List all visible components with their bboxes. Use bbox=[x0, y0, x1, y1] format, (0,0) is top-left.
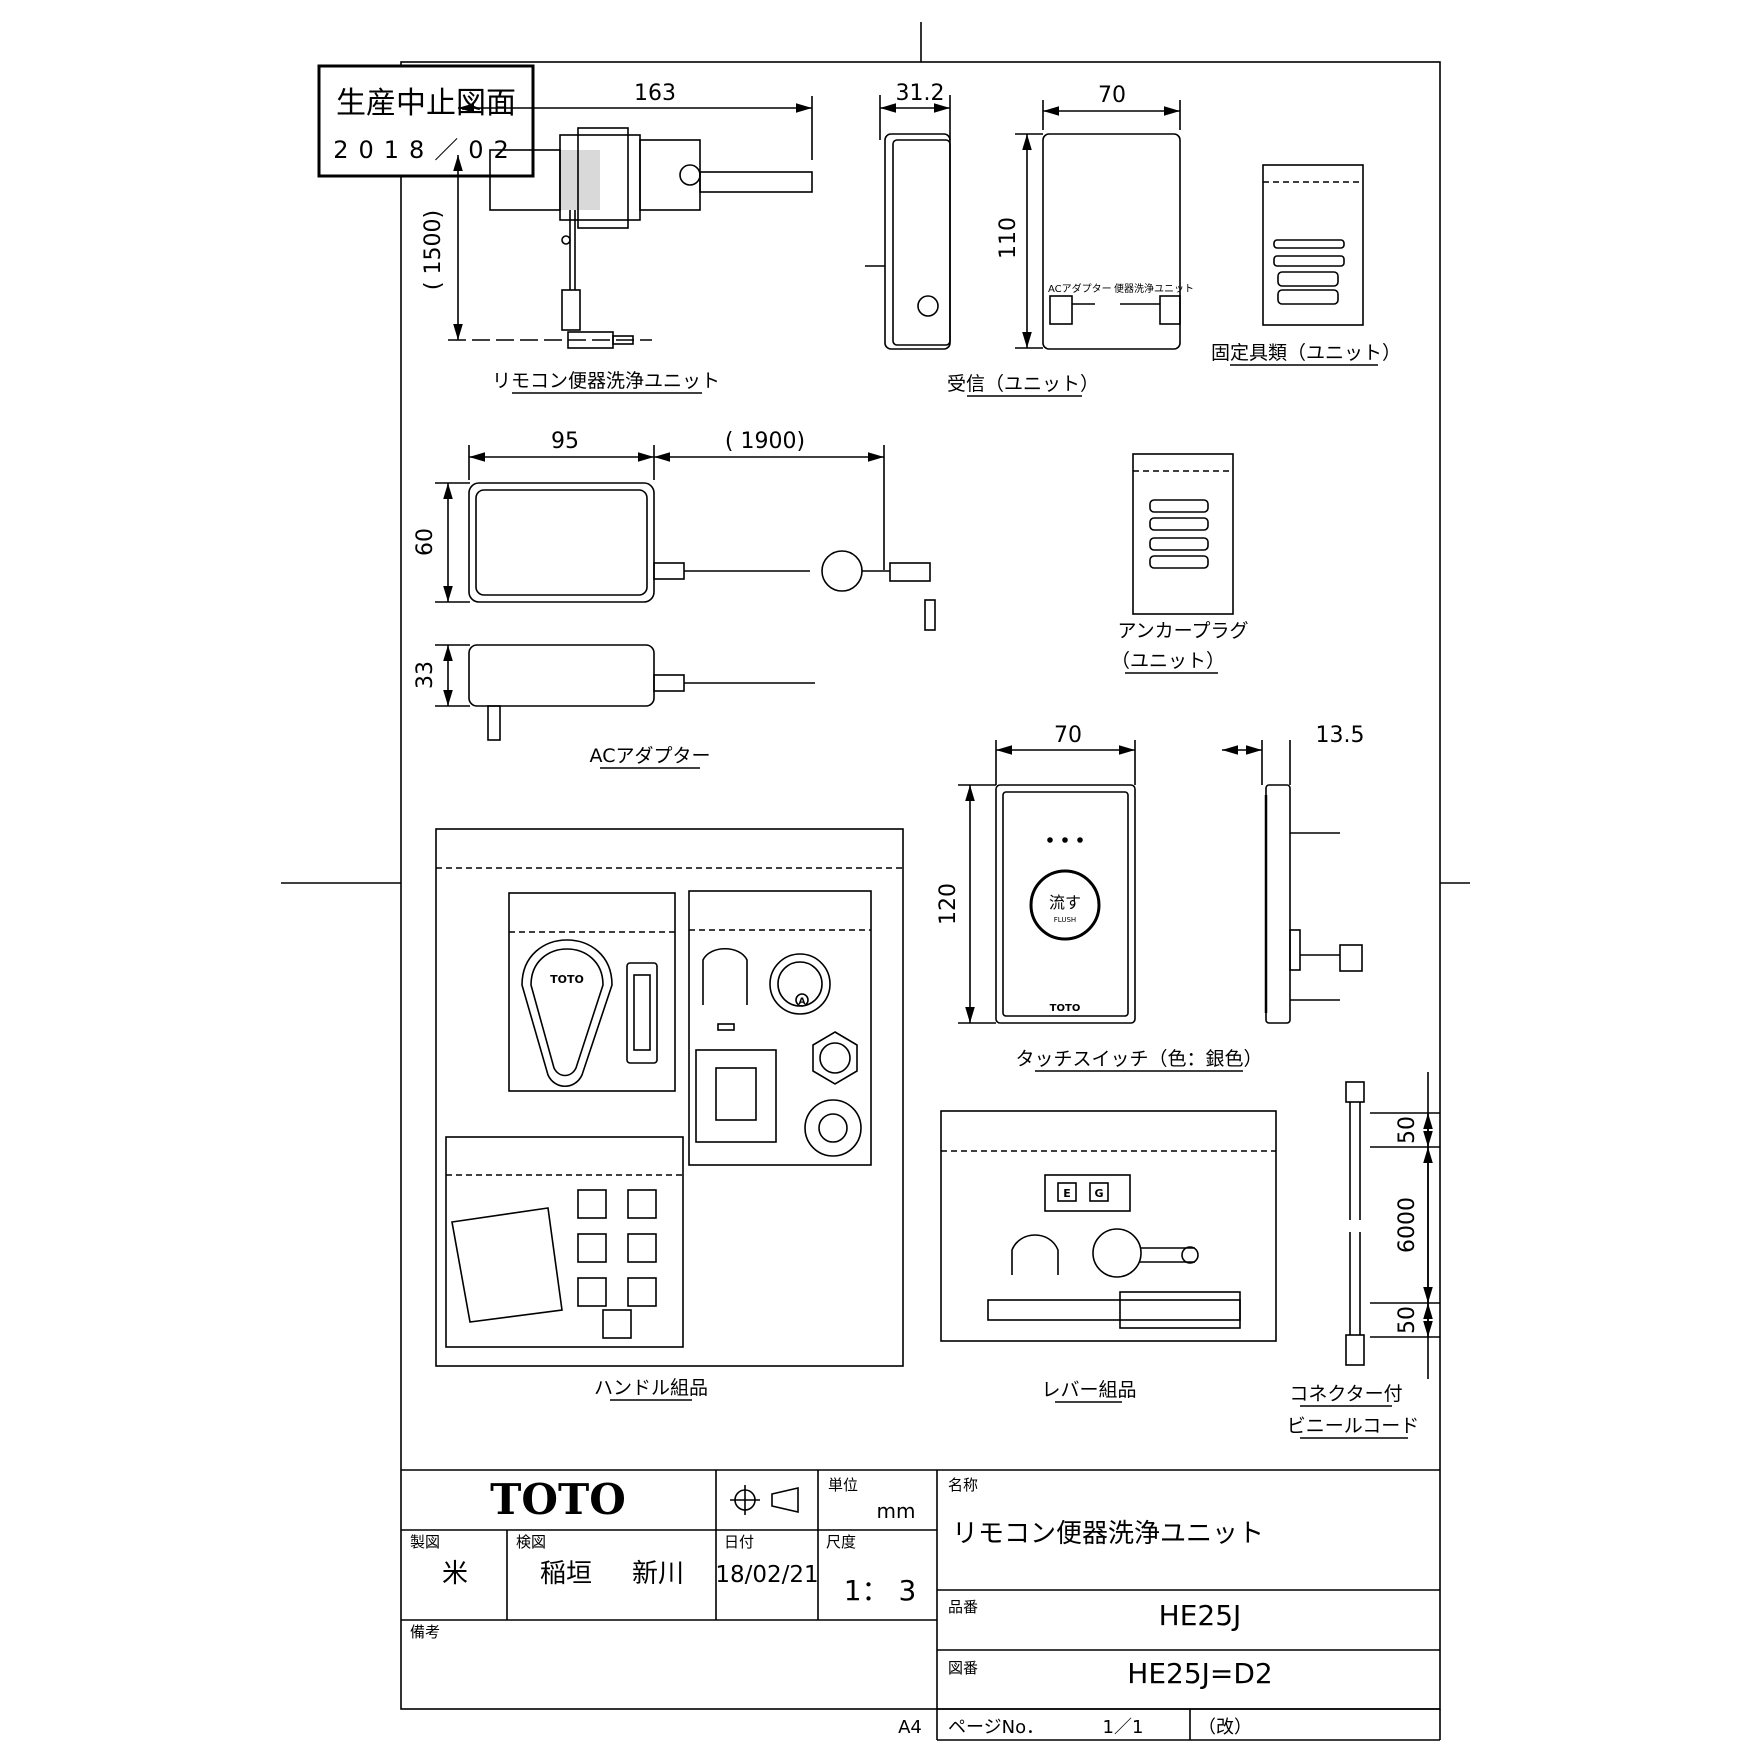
page-label: ページNo． bbox=[948, 1717, 1044, 1738]
date-value: 18/02/21 bbox=[715, 1562, 818, 1588]
adapter-height-dim: 60 bbox=[413, 528, 438, 556]
anchor-plug-bag bbox=[1132, 453, 1234, 615]
adapter-cord-dim: ( 1900) bbox=[725, 429, 805, 454]
stamp-date: 2018／02 bbox=[333, 136, 519, 164]
anchor-caption-line2: （ユニット） bbox=[1111, 650, 1225, 672]
date-label: 日付 bbox=[724, 1533, 754, 1551]
receiver-front-view bbox=[1015, 100, 1181, 350]
switch-brand: TOTO bbox=[1050, 1003, 1081, 1014]
switch-flush-label: 流す bbox=[1049, 893, 1081, 912]
receiver-caption: 受信（ユニット） bbox=[947, 373, 1099, 395]
knob-a-label: A bbox=[799, 997, 806, 1007]
part-label: 品番 bbox=[948, 1598, 978, 1616]
cord-top-dim: 50 bbox=[1395, 1116, 1420, 1144]
switch-width-dim: 70 bbox=[1054, 723, 1082, 748]
discontinued-stamp: 生産中止図面 2018／02 bbox=[317, 64, 535, 178]
fixings-caption: 固定具類（ユニット） bbox=[1211, 342, 1401, 364]
scale-value: 1： 3 bbox=[844, 1574, 917, 1607]
page-value: 1／1 bbox=[1103, 1717, 1144, 1738]
unit-caption: リモコン便器洗浄ユニット bbox=[492, 370, 720, 392]
receiver-unit-label: 便器洗浄ユニット bbox=[1114, 282, 1194, 295]
switch-depth-dim: 13.5 bbox=[1316, 723, 1365, 748]
checked-value-1: 稲垣 bbox=[540, 1559, 592, 1589]
lever-assembly bbox=[940, 1110, 1277, 1342]
receiver-ac-label: ACアダプター bbox=[1048, 282, 1112, 295]
drawing-label: 図番 bbox=[948, 1659, 978, 1677]
unit-value: mm bbox=[877, 1499, 916, 1523]
connector-cord bbox=[1345, 1072, 1440, 1379]
lever-caption: レバー組品 bbox=[1041, 1379, 1136, 1401]
lever-e-label: E bbox=[1063, 1187, 1071, 1200]
sheet-frame bbox=[281, 22, 1470, 1710]
paper-size: A4 bbox=[898, 1717, 922, 1738]
touch-switch-front-view bbox=[958, 740, 1136, 1024]
remarks-label: 備考 bbox=[410, 1623, 440, 1641]
drawn-label: 製図 bbox=[410, 1533, 440, 1551]
lever-g-label: G bbox=[1094, 1187, 1103, 1200]
part-number: HE25J bbox=[1159, 1599, 1242, 1632]
handle-brand: TOTO bbox=[550, 973, 584, 986]
stamp-title: 生産中止図面 bbox=[336, 86, 516, 121]
name-label: 名称 bbox=[948, 1476, 978, 1494]
receiver-side-view bbox=[865, 95, 951, 350]
product-name: リモコン便器洗浄ユニット bbox=[952, 1519, 1264, 1549]
drawing-number: HE25J=D2 bbox=[1127, 1657, 1272, 1690]
cord-mid-dim: 6000 bbox=[1395, 1197, 1420, 1253]
drawn-value: 米 bbox=[442, 1559, 468, 1589]
unit-label: 単位 bbox=[828, 1476, 858, 1494]
fixings-bag bbox=[1262, 164, 1364, 326]
receiver-depth-dim: 31.2 bbox=[896, 81, 945, 106]
touch-switch-side-view bbox=[1222, 740, 1363, 1024]
cord-caption-line1: コネクター付 bbox=[1289, 1383, 1402, 1405]
anchor-caption-line1: アンカープラグ bbox=[1117, 620, 1248, 642]
brand-logo: TOTO bbox=[490, 1475, 626, 1524]
receiver-height-dim: 110 bbox=[996, 217, 1021, 259]
checked-value-2: 新川 bbox=[632, 1559, 684, 1589]
unit-cord-dim: ( 1500) bbox=[421, 210, 446, 290]
adapter-thickness-dim: 33 bbox=[413, 661, 438, 689]
scale-label: 尺度 bbox=[826, 1533, 856, 1551]
flush-unit-drawing bbox=[448, 96, 813, 349]
handle-assembly bbox=[435, 828, 904, 1367]
revision-label: （改） bbox=[1198, 1717, 1252, 1738]
cord-caption-line2: ビニールコード bbox=[1287, 1415, 1420, 1437]
checked-label: 検図 bbox=[516, 1533, 546, 1551]
adapter-caption: ACアダプター bbox=[590, 745, 711, 767]
ac-adapter-drawing bbox=[435, 445, 936, 741]
receiver-width-dim: 70 bbox=[1098, 83, 1126, 108]
unit-length-dim: 163 bbox=[634, 81, 676, 106]
cord-bottom-dim: 50 bbox=[1395, 1306, 1420, 1334]
switch-height-dim: 120 bbox=[936, 883, 961, 925]
switch-caption: タッチスイッチ（色：銀色） bbox=[1015, 1048, 1262, 1070]
title-block-lines bbox=[401, 1469, 1441, 1741]
handle-caption: ハンドル組品 bbox=[594, 1377, 708, 1399]
adapter-length-dim: 95 bbox=[551, 429, 579, 454]
switch-flush-en-label: FLUSH bbox=[1054, 916, 1076, 924]
